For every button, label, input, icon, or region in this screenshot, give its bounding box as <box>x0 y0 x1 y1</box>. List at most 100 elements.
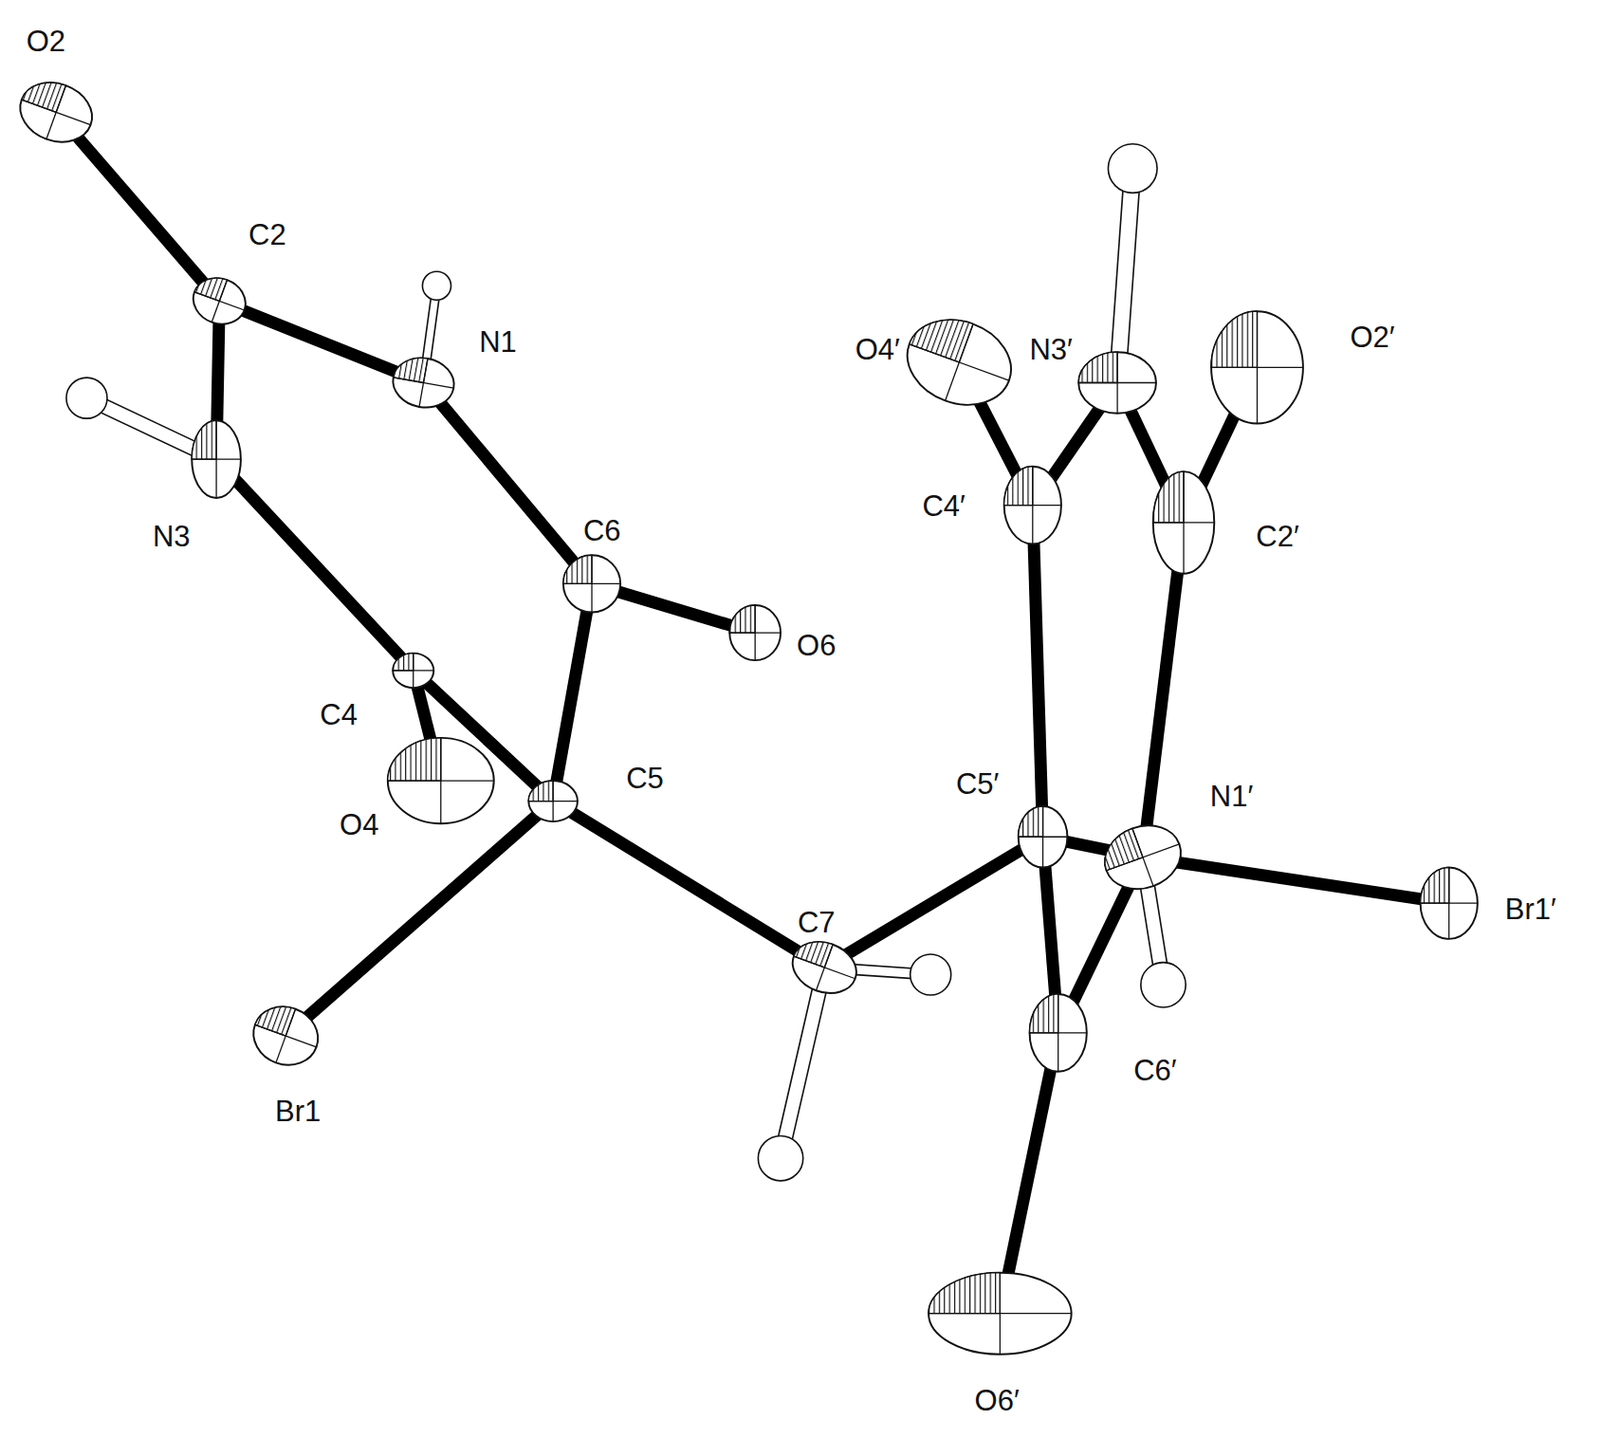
hydrogen-atoms <box>66 144 1186 1181</box>
bond <box>55 111 220 301</box>
bond <box>216 459 414 671</box>
ellipsoid-outline <box>186 271 253 332</box>
ellipsoid-octant <box>1004 466 1033 506</box>
principal-axis <box>1078 382 1157 384</box>
ellipsoid-outline <box>895 305 1024 419</box>
bond <box>219 300 423 383</box>
hydrogen-bond <box>1109 167 1141 384</box>
atom-ellipsoid <box>191 420 241 498</box>
atom-ellipsoid <box>1004 466 1062 545</box>
hydrogen-bond <box>773 965 832 1160</box>
atom-ellipsoid <box>895 305 1024 419</box>
ellipsoid-outline <box>1018 806 1068 868</box>
ellipsoid-outline <box>191 420 241 498</box>
ellipsoid-octant <box>909 305 974 363</box>
atom-ellipsoid <box>528 780 578 822</box>
atom-label: N3 <box>149 519 194 552</box>
atom-ellipsoid <box>11 73 100 152</box>
principal-axis <box>793 956 856 979</box>
principal-axis <box>191 459 241 460</box>
atom-ellipsoid <box>388 352 459 412</box>
bond <box>824 836 1043 968</box>
ellipsoid-octant <box>729 605 755 633</box>
ellipsoid-outline <box>1096 814 1191 900</box>
principal-axis <box>528 800 578 802</box>
principal-axis <box>1153 521 1215 523</box>
ellipsoid-octant <box>387 737 442 781</box>
atom-ellipsoid <box>392 653 434 689</box>
atom-ellipsoid <box>928 1272 1072 1355</box>
ellipsoid-outline <box>729 605 781 661</box>
bond <box>552 583 592 801</box>
principal-axis <box>909 344 1010 381</box>
principal-axis <box>1211 367 1304 368</box>
principal-axis <box>563 583 621 585</box>
bonds <box>55 111 1450 1313</box>
atom-label: C2 <box>245 219 290 251</box>
bond <box>552 801 825 968</box>
atom-label: O6′ <box>972 1384 1023 1417</box>
ellipsoid-outline <box>563 554 621 612</box>
ellipsoid-octant <box>194 271 227 302</box>
ellipsoid-octant <box>255 997 296 1036</box>
principal-axis <box>1018 836 1068 838</box>
ellipsoid-octant <box>1018 806 1044 837</box>
atom-label: C2′ <box>1252 519 1302 552</box>
ellipsoid-outline <box>928 1272 1072 1355</box>
atom-label: Br1′ <box>1502 892 1560 924</box>
ellipsoid-outline <box>1004 466 1062 545</box>
principal-axis <box>194 292 245 311</box>
ellipsoid-outline <box>388 352 459 412</box>
ellipsoid-outline <box>1211 311 1304 423</box>
atom-ellipsoid <box>1211 311 1304 423</box>
principal-axis <box>928 1312 1072 1314</box>
atom-label: O2′ <box>1346 321 1398 353</box>
atom-ellipsoid <box>387 737 495 824</box>
atom-ellipsoid <box>1420 867 1478 939</box>
atom-ellipsoid <box>785 933 864 1002</box>
atom-label: O4 <box>336 809 382 841</box>
principal-axis <box>393 377 455 388</box>
atom-ellipsoid <box>1096 814 1191 900</box>
atom-label: N1′ <box>1207 780 1256 812</box>
ellipsoid-outline <box>1153 471 1215 574</box>
atom-ellipsoid <box>563 554 621 612</box>
principal-axis <box>392 669 434 671</box>
hydrogen-atom <box>66 377 108 419</box>
ellipsoid-outline <box>387 737 495 824</box>
ellipsoid-octant <box>1078 351 1118 383</box>
atom-ellipsoid <box>245 997 327 1074</box>
hydrogen-atom <box>910 954 952 995</box>
ellipsoid-octant <box>528 780 553 802</box>
ellipsoid-outline <box>11 73 100 152</box>
ellipsoid-octant <box>392 653 414 671</box>
atom-label: C7 <box>794 905 839 938</box>
atom-label: N3′ <box>1026 332 1075 365</box>
hydrogen-atom <box>1107 144 1158 194</box>
principal-axis <box>1004 504 1062 506</box>
atom-label: C5 <box>623 761 667 793</box>
principal-axis <box>1106 844 1180 871</box>
ellipsoid-outline <box>245 997 327 1074</box>
hydrogen-atom <box>1140 962 1186 1008</box>
bond <box>285 801 553 1036</box>
ellipsoid-outline <box>785 933 864 1002</box>
atom-label: N1 <box>476 326 520 358</box>
atoms <box>11 73 1477 1355</box>
atom-label: C4′ <box>919 489 968 521</box>
ellipsoid-octant <box>1153 471 1184 523</box>
hydrogen-bonds <box>83 167 1171 1160</box>
atom-label: O2 <box>23 25 69 57</box>
atom-label: C4 <box>316 698 361 731</box>
principal-axis <box>21 99 92 125</box>
principal-axis <box>729 631 781 633</box>
ellipsoid-octant <box>21 73 67 113</box>
bond <box>422 382 592 584</box>
principal-axis <box>1420 902 1478 904</box>
bond <box>999 1032 1058 1314</box>
ellipsoid-octant <box>1420 867 1450 904</box>
atom-ellipsoid <box>1029 993 1087 1072</box>
ellipsoid-outline <box>1078 351 1157 414</box>
atom-label: C5′ <box>953 768 1002 800</box>
